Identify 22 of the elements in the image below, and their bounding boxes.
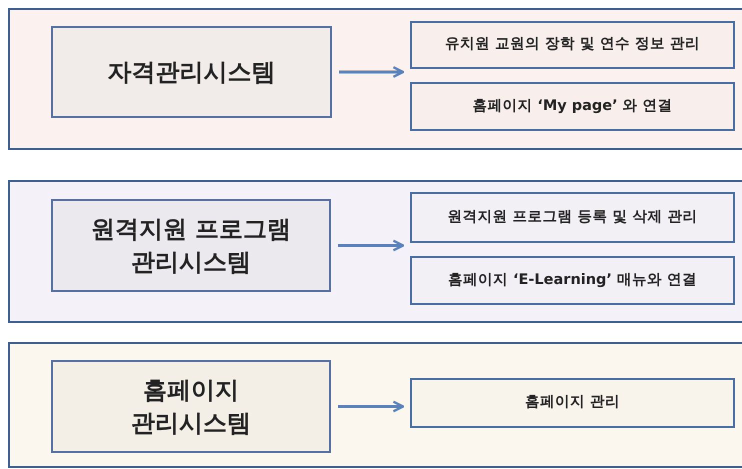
function-box [410, 21, 735, 69]
function-text: 홈페이지 관리 [524, 393, 622, 412]
system-box [51, 360, 331, 453]
system-name: 원격지원 프로그램 관리시스템 [90, 214, 292, 278]
function-box [410, 192, 735, 243]
arrow [338, 400, 404, 412]
arrow [339, 66, 404, 78]
system-name: 홈페이지 관리시스템 [130, 375, 252, 438]
system-box [51, 26, 332, 118]
group-band [8, 180, 742, 323]
group-band [8, 342, 742, 468]
function-text: 원격지원 프로그램 등록 및 삭제 관리 [446, 208, 699, 227]
system-name: 자격관리시스템 [106, 56, 276, 88]
function-text: 유치원 교원의 장학 및 연수 정보 관리 [444, 35, 702, 54]
function-text: 홈페이지 ‘My page’ 와 연결 [471, 96, 674, 116]
function-box [410, 82, 735, 131]
function-box [410, 378, 735, 428]
arrow [338, 240, 404, 252]
function-text: 홈페이지 ‘E-Learning’ 매뉴와 연결 [446, 270, 698, 290]
group-band [8, 8, 742, 150]
system-box [51, 199, 331, 292]
function-box [410, 256, 735, 305]
